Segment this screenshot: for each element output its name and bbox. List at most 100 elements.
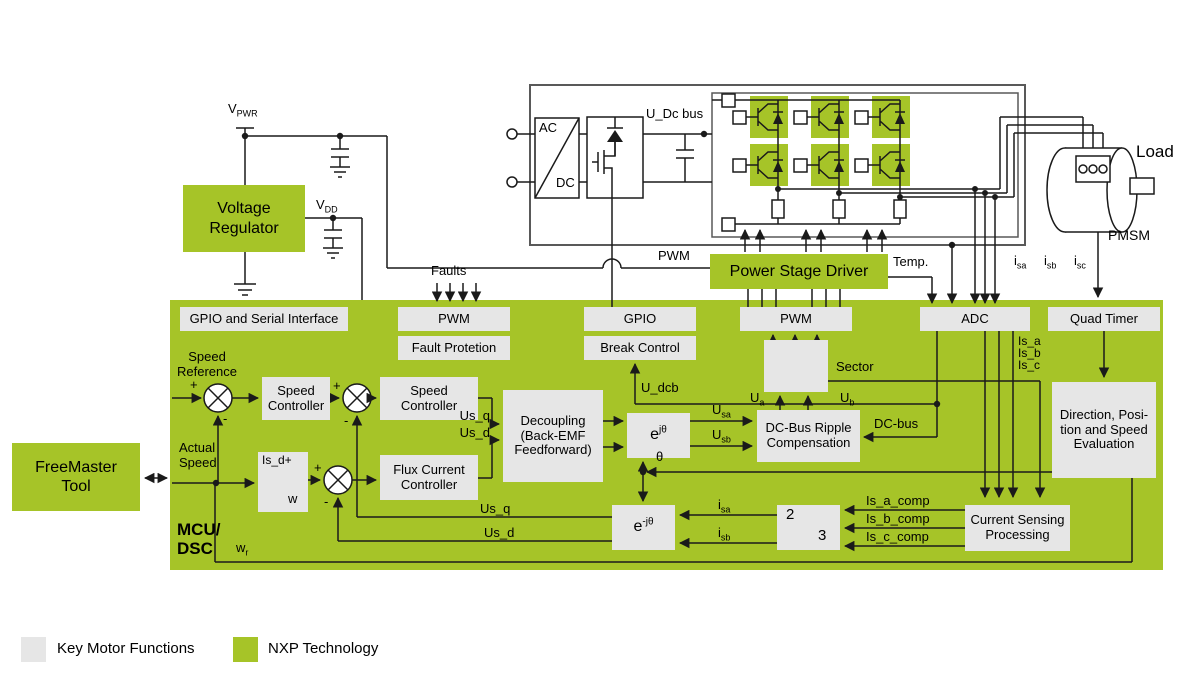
svm-wiring xyxy=(767,333,1040,497)
minus-sign-2: - xyxy=(344,413,349,428)
isa-adc-label: Is_a xyxy=(1018,334,1041,348)
plus-sign-1: + xyxy=(190,377,198,392)
usd-label-2: Us_d xyxy=(484,525,515,540)
gpio-serial-interface-block: GPIO and Serial Interface xyxy=(180,307,348,331)
isa-label: isa xyxy=(1014,253,1027,271)
capacitor-icon xyxy=(331,136,349,167)
dcbus-label: DC-bus xyxy=(874,416,919,431)
temp-wire xyxy=(888,276,932,303)
speed-controller-block-2: Speed Controller xyxy=(380,377,478,420)
inverter-bridge xyxy=(712,93,910,232)
shunt-resistor-icon xyxy=(893,199,907,219)
pmsm-label: PMSM xyxy=(1108,227,1150,243)
isc-adc-label: Is_c xyxy=(1018,358,1041,372)
vdd-wiring xyxy=(305,214,363,300)
voltage-regulator-block: Voltage Regulator xyxy=(183,185,305,252)
temp-label: Temp. xyxy=(893,254,929,269)
isa2-label: isa xyxy=(718,497,731,515)
udc-bus-label: U_Dc bus xyxy=(646,106,704,121)
pwm-wire-label: PWM xyxy=(658,248,690,263)
power-stage-driver-block: Power Stage Driver xyxy=(710,254,888,289)
three-label: 3 xyxy=(818,527,827,544)
ac-label: AC xyxy=(539,120,558,135)
capacitor-icon xyxy=(324,218,342,248)
motor-shaft-icon xyxy=(1129,177,1155,195)
dc-label: DC xyxy=(556,175,575,190)
ac-input-terminals xyxy=(506,128,535,188)
dc-link-wiring xyxy=(579,130,712,183)
legend-nxp-label: NXP Technology xyxy=(268,640,379,657)
isb-comp-label: Is_b_comp xyxy=(866,511,930,526)
adc-block: ADC xyxy=(920,307,1030,331)
ua-label: Ua xyxy=(750,390,765,408)
faults-arrows xyxy=(431,283,482,303)
fault-protection-block: Fault Protetion xyxy=(398,336,510,360)
direction-position-speed-block: Direction, Posi- tion and Speed Evaluati… xyxy=(1052,382,1156,478)
ground-icon xyxy=(234,252,256,296)
isd-plus-label: Is_d+ xyxy=(262,453,292,467)
pmsm-motor-icon xyxy=(1046,147,1155,233)
current-sensing-block: Current Sensing Processing xyxy=(965,505,1070,551)
pwm-block-1: PWM xyxy=(398,307,510,331)
minus-sign-3: - xyxy=(324,494,329,509)
isc-label: isc xyxy=(1074,253,1086,271)
theta-label: θ xyxy=(656,449,664,464)
usd-label-1: Us_d xyxy=(459,425,490,440)
minus-sign-1: - xyxy=(223,411,228,426)
decoupling-block: Decoupling (Back-EMF Feedforward) xyxy=(503,390,603,482)
plus-sign-2: + xyxy=(333,378,341,393)
dc-link-capacitor-icon xyxy=(676,134,694,182)
break-control-block: Break Control xyxy=(584,336,696,360)
w-label: w xyxy=(288,491,298,506)
theta-wiring xyxy=(637,460,1052,503)
gpio-block: GPIO xyxy=(584,307,696,331)
ub-label: Ub xyxy=(840,390,855,408)
dcbus-wire xyxy=(864,331,938,437)
flux-current-controller-block: Flux Current Controller xyxy=(380,455,478,500)
shunt-resistor-icon xyxy=(771,199,785,219)
usa-label: Usa xyxy=(712,402,731,420)
wr-label: wr xyxy=(236,540,249,558)
adc-current-wires xyxy=(979,331,1019,499)
freemaster-tool-block: FreeMaster Tool xyxy=(12,443,140,511)
gate-drive-wiring xyxy=(739,228,888,307)
two-three-transform-block xyxy=(777,505,840,550)
pwm-block-2: PWM xyxy=(740,307,852,331)
legend-key-motor-swatch xyxy=(21,637,46,662)
quad-timer-block: Quad Timer xyxy=(1048,307,1160,331)
two-label: 2 xyxy=(786,506,795,523)
legend-nxp-swatch xyxy=(233,637,258,662)
udcb-label: U_dcb xyxy=(641,380,679,395)
legend-key-motor-label: Key Motor Functions xyxy=(57,640,195,657)
isb2-label: isb xyxy=(718,525,731,543)
wr-feedback-wire xyxy=(214,478,1133,563)
shunt-resistor-icon xyxy=(832,199,846,219)
vdd-label: VDD xyxy=(316,197,338,215)
usb-label: Usb xyxy=(712,427,731,445)
isb-adc-label: Is_b xyxy=(1018,346,1041,360)
usq-usd-feedback xyxy=(338,416,612,542)
dc-bus-ripple-block: DC-Bus Ripple Compensation xyxy=(757,410,860,462)
isa-comp-label: Is_a_comp xyxy=(866,493,930,508)
control-loop-wiring xyxy=(172,383,754,495)
svm-block xyxy=(764,340,828,392)
actual-speed-label: Actual Speed xyxy=(179,440,217,470)
usq-label-1: Us_q xyxy=(459,408,490,423)
udcb-wire xyxy=(635,364,937,405)
vpwr-label: VPWR xyxy=(228,101,258,119)
e-jtheta-block: ejθ xyxy=(627,413,690,458)
usq-label-2: Us_q xyxy=(480,501,511,516)
brake-switch-icon xyxy=(586,116,644,199)
vpwr-wiring xyxy=(234,127,710,296)
field-weakening-block xyxy=(258,452,308,512)
speed-controller-block-1: Speed Controller xyxy=(262,377,330,420)
mcu-dsc-label: MCU/ DSC xyxy=(177,520,221,559)
load-label: Load xyxy=(1136,142,1174,161)
ground-icon xyxy=(323,247,343,259)
power-stage-enclosure xyxy=(529,84,1026,246)
faults-label: Faults xyxy=(431,263,467,278)
ground-icon xyxy=(330,166,350,178)
plus-sign-3: + xyxy=(314,460,322,475)
sector-label: Sector xyxy=(836,359,874,374)
